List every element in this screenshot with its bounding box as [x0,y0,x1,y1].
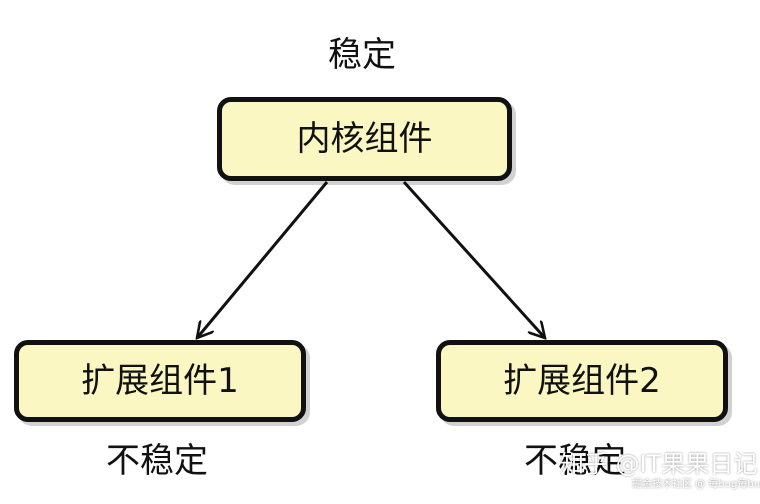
extension-component-1-node: 扩展组件1 [14,340,306,422]
bottom-left-unstable-label: 不稳定 [106,441,208,481]
watermark-main: 知乎 @IT果果日记 [560,450,758,478]
bottom-right-unstable-label: 不稳定 [524,441,626,481]
top-stable-label: 稳定 [328,35,396,75]
arrow-core-to-ext2 [402,180,545,338]
watermark-sub: 掘金技术社区 @ 每bug每bug [632,479,760,490]
core-component-label: 内核组件 [296,119,433,159]
arrow-core-to-ext1 [197,181,329,338]
core-component-node: 内核组件 [217,97,512,181]
extension-component-2-label: 扩展组件2 [503,361,661,401]
extension-component-1-label: 扩展组件1 [81,361,239,401]
extension-component-2-node: 扩展组件2 [436,340,728,422]
